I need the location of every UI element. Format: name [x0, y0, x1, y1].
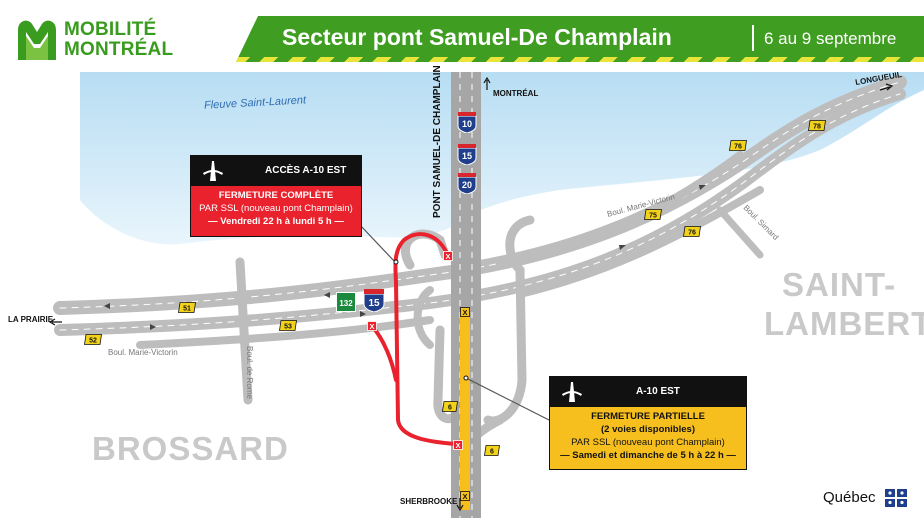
shield-r132-number: 132	[339, 299, 353, 308]
shield-a10-number: 10	[462, 119, 472, 129]
arrow-west-icon	[48, 318, 62, 326]
shield-a10-icon: 10	[457, 112, 477, 133]
exit-76a-icon: 76	[729, 140, 747, 151]
logo-m-icon	[18, 20, 56, 60]
exit-78-number: 78	[813, 124, 821, 131]
quebec-wordmark: Québec	[823, 489, 876, 506]
exit-6a-number: 6	[448, 405, 452, 412]
exit-75-number: 75	[649, 213, 657, 220]
street-de-rome: Boul. de Rome	[245, 346, 254, 399]
shield-r132-icon: 132	[336, 292, 356, 312]
dir-la-prairie: LA PRAIRIE	[8, 315, 54, 324]
street-marie-victorin-sw: Boul. Marie-Victorin	[108, 348, 178, 357]
callout-full-closure-header: ACCÈS A-10 EST	[191, 156, 361, 186]
title-banner: Secteur pont Samuel-De Champlain 6 au 9 …	[236, 16, 924, 62]
callout-full-closure: ACCÈS A-10 EST FERMETURE COMPLÈTE PAR SS…	[190, 155, 362, 237]
arrow-south-icon	[456, 498, 464, 512]
exit-52-number: 52	[89, 338, 97, 345]
banner-stripe	[236, 57, 924, 62]
callout-partial-closure-header: A-10 EST	[550, 377, 746, 407]
exit-51-icon: 51	[178, 302, 196, 313]
logo-line2: MONTRÉAL	[64, 39, 174, 60]
dir-montreal: MONTRÉAL	[493, 89, 539, 98]
arrow-north-icon	[483, 76, 491, 90]
traffic-arrows	[104, 185, 706, 330]
shield-a15-icon: 15	[457, 144, 477, 165]
closure-marker-4: X	[460, 307, 470, 317]
title-divider	[752, 25, 754, 51]
callout-full-closure-body: FERMETURE COMPLÈTE PAR SSL (nouveau pont…	[191, 186, 361, 236]
exit-76b-icon: 76	[683, 226, 701, 237]
callout-partial-closure: A-10 EST FERMETURE PARTIELLE (2 voies di…	[549, 376, 747, 470]
exit-51-number: 51	[183, 306, 191, 313]
callout-partial-closure-heading: A-10 EST	[636, 386, 680, 397]
shield-a20-number: 20	[462, 180, 472, 190]
callout-full-closure-line1: FERMETURE COMPLÈTE	[218, 190, 334, 201]
bridge	[451, 72, 481, 518]
callout-partial-closure-line3: PAR SSL (nouveau pont Champlain)	[571, 437, 725, 448]
callout-full-closure-heading: ACCÈS A-10 EST	[265, 165, 347, 176]
exit-6b-icon: 6	[484, 445, 500, 456]
bridge-label: PONT SAMUEL-DE CHAMPLAIN	[432, 65, 443, 218]
date-range: 6 au 9 septembre	[764, 29, 897, 48]
closure-marker-5: X	[460, 491, 470, 501]
page-title: Secteur pont Samuel-De Champlain	[282, 24, 672, 50]
arrow-east-icon	[879, 83, 894, 91]
leader-red	[359, 224, 396, 263]
mobilite-montreal-logo: MOBILITÉ MONTRÉAL	[14, 14, 184, 66]
city-saint-lambert-line1: SAINT-	[782, 266, 897, 303]
highway-icon	[562, 382, 582, 402]
shield-a20-icon: 20	[457, 173, 477, 194]
closure-marker-3: X	[453, 440, 463, 450]
exit-78-icon: 78	[808, 120, 826, 131]
shield-a15b-icon: 15	[363, 289, 385, 312]
callout-partial-closure-line4: — Samedi et dimanche de 5 h à 22 h —	[560, 450, 736, 461]
exit-76a-number: 76	[734, 144, 742, 151]
callout-partial-closure-line2: (2 voies disponibles)	[601, 424, 695, 435]
dir-sherbrooke: SHERBROOKE	[400, 497, 458, 506]
shield-a15b-number: 15	[368, 298, 380, 309]
quebec-flag-icon	[885, 489, 907, 507]
exit-53-number: 53	[284, 324, 292, 331]
exit-76b-number: 76	[688, 230, 696, 237]
exit-6b-number: 6	[490, 449, 494, 456]
logo-line1: MOBILITÉ	[64, 19, 157, 40]
closure-marker-2: X	[367, 321, 377, 331]
closure-marker-5-text: X	[462, 492, 467, 501]
exit-52-icon: 52	[84, 334, 102, 345]
city-brossard: BROSSARD	[92, 430, 289, 467]
closure-marker-2-text: X	[369, 322, 374, 331]
closure-marker-1-text: X	[445, 252, 450, 261]
leader-yellow	[465, 377, 550, 421]
city-saint-lambert-line2: LAMBERT	[764, 305, 924, 342]
closure-marker-4-text: X	[462, 308, 467, 317]
exit-75-icon: 75	[644, 209, 662, 220]
callout-partial-closure-line1: FERMETURE PARTIELLE	[591, 411, 705, 422]
highway-icon	[203, 161, 223, 181]
callout-partial-closure-body: FERMETURE PARTIELLE (2 voies disponibles…	[550, 407, 746, 469]
callout-full-closure-line3: — Vendredi 22 h à lundi 5 h —	[208, 216, 344, 227]
closure-marker-1: X	[443, 251, 453, 261]
closure-marker-3-text: X	[455, 441, 460, 450]
exit-53-icon: 53	[279, 320, 297, 331]
callout-full-closure-line2: PAR SSL (nouveau pont Champlain)	[199, 203, 353, 214]
exit-6a-icon: 6	[442, 401, 458, 412]
shield-a15-number: 15	[462, 151, 472, 161]
